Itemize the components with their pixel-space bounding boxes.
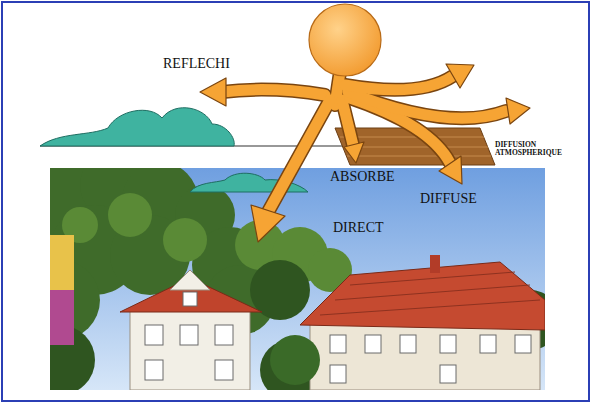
label-text: ABSORBE — [330, 169, 395, 184]
label-text: REFLECHI — [163, 56, 230, 71]
sun-figure — [200, 4, 530, 242]
label-text: DIRECT — [333, 220, 384, 235]
label-text: DIFFUSE — [420, 191, 477, 206]
cloud — [40, 108, 234, 146]
label-text: DIFFUSION ATMOSPHERIQUE — [495, 141, 587, 158]
photo — [50, 168, 545, 390]
